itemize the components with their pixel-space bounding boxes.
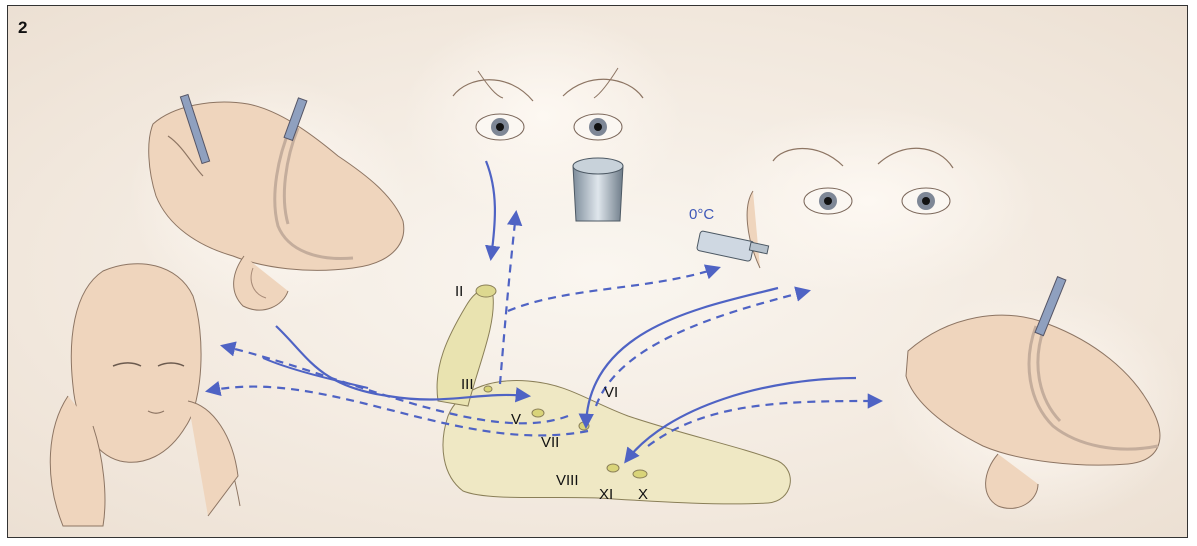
- nerve-label-vii: VII: [541, 434, 559, 451]
- figure-artwork: [8, 6, 1188, 538]
- arrow-caloric-afferent: [586, 288, 778, 426]
- nerve-label-ii: II: [455, 283, 463, 300]
- arrow-caloric-efferent: [508, 268, 718, 311]
- temperature-label: 0°C: [689, 206, 714, 223]
- arrow-eye-efferent: [500, 213, 516, 384]
- panel-number: 2: [18, 18, 27, 38]
- nerve-label-vi: VI: [604, 384, 618, 401]
- nerve-label-viii: VIII: [556, 472, 579, 489]
- nerve-label-iii: III: [461, 376, 474, 393]
- nerve-label-v: V: [511, 411, 521, 428]
- nerve-label-xi: XI: [599, 486, 613, 503]
- brainstem-reflex-figure: 2 0°C II III V VI VII VIII XI X: [7, 5, 1188, 538]
- nerve-label-x: X: [638, 486, 648, 503]
